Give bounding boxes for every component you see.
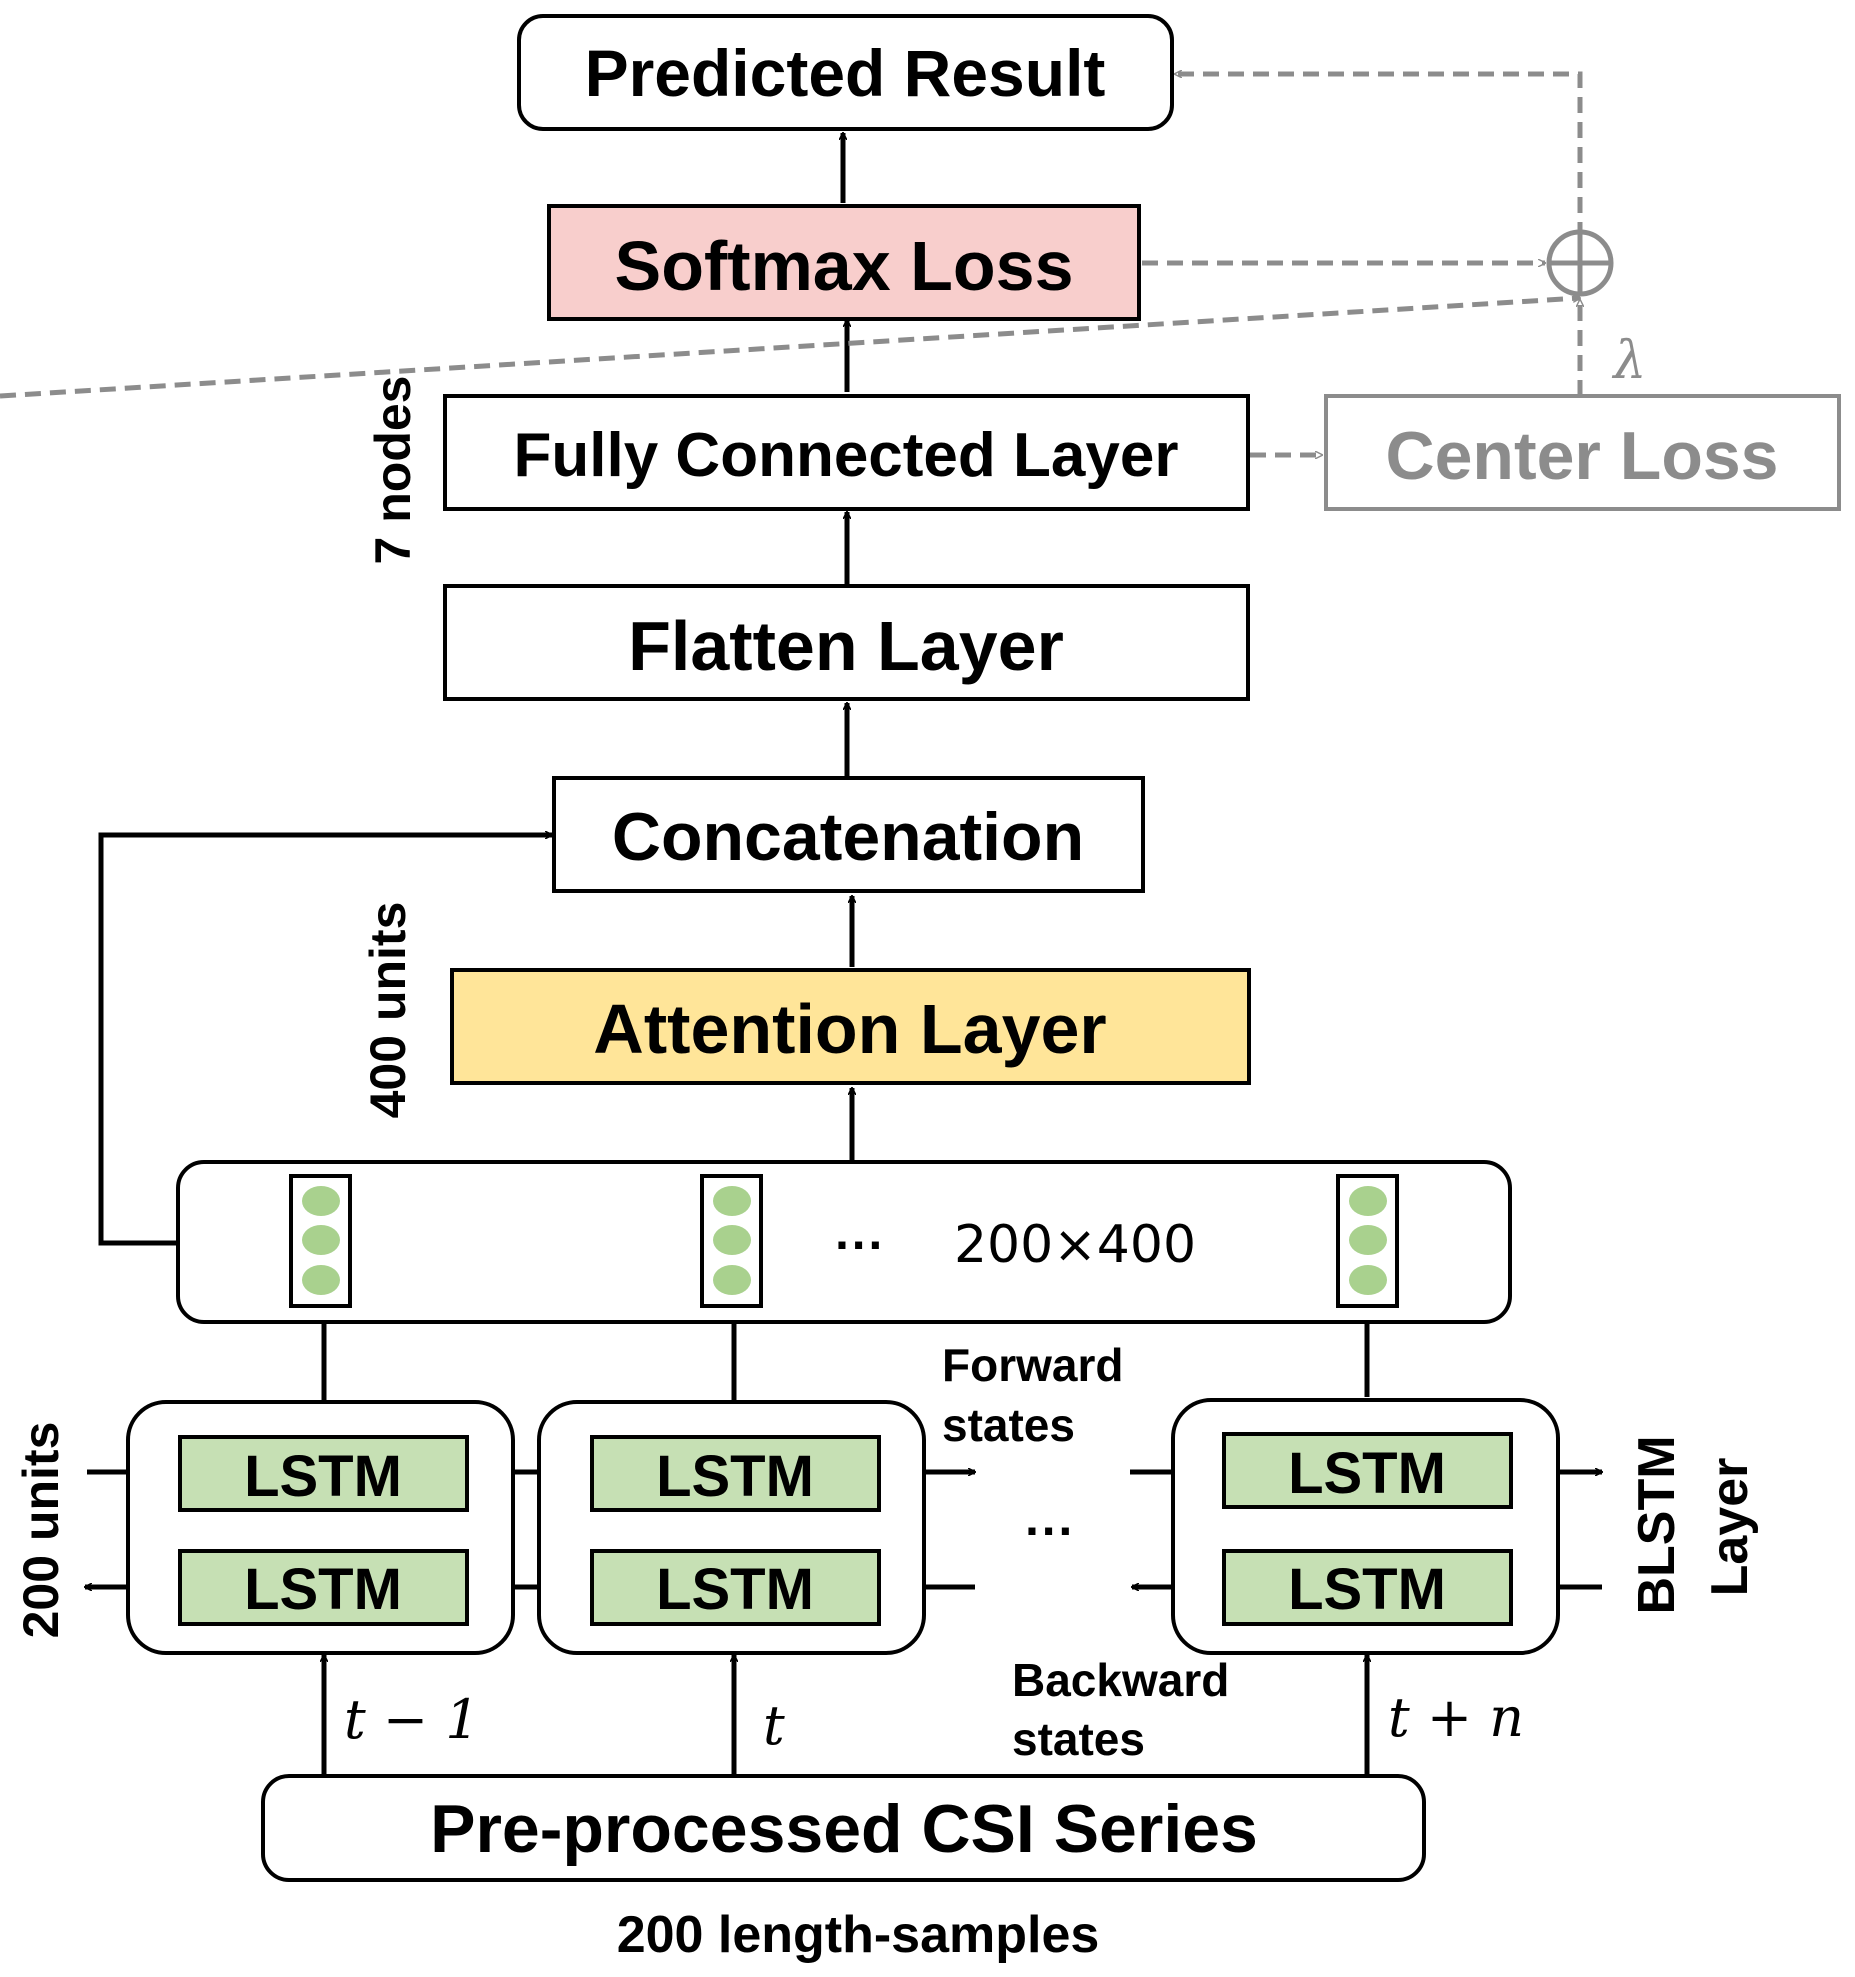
center-loss-label: Center Loss [1386,418,1779,494]
sum-operator [1546,229,1614,297]
time-step-next: t + n [1388,1686,1524,1749]
forward-states-line2: states [942,1399,1075,1451]
predicted-result-box: Predicted Result [517,14,1174,131]
lstm-units-label: 200 units [13,1422,69,1639]
softmax-loss-box: Softmax Loss [547,204,1141,321]
concatenation-box: Concatenation [552,776,1145,893]
flatten-layer-label: Flatten Layer [628,607,1064,685]
lstm-cell-group: LSTM LSTM [1171,1398,1560,1655]
matrix-dims-label: 200×400 [954,1215,1196,1275]
lstm-forward-label: LSTM [656,1444,814,1509]
lstm-backward-label: LSTM [656,1557,814,1622]
backward-states-line2: states [1012,1713,1145,1765]
forward-states-line1: Forward [942,1339,1123,1391]
blstm-label-line2: Layer [1701,1458,1759,1597]
state-vector [700,1174,763,1308]
lstm-backward-label: LSTM [1288,1557,1446,1622]
matrix-ellipsis: ··· [835,1217,885,1273]
lstm-cell-group: LSTM LSTM [537,1400,926,1655]
lstm-cell-group: LSTM LSTM [126,1400,515,1655]
lstm-ellipsis: ··· [1025,1503,1075,1559]
hidden-states-matrix: ··· 200×400 [176,1160,1512,1324]
lstm-forward-label: LSTM [244,1444,402,1509]
fully-connected-layer-label: Fully Connected Layer [514,421,1179,490]
time-step-current: t [763,1694,785,1757]
center-loss-box: Center Loss [1324,394,1841,511]
samples-label: 200 length-samples [617,1906,1100,1964]
lambda-label: λ [1612,331,1647,391]
predicted-result-label: Predicted Result [585,36,1106,110]
concatenation-label: Concatenation [612,799,1084,875]
attention-layer-box: Attention Layer [450,968,1251,1085]
state-vector [289,1174,352,1308]
fully-connected-layer-box: Fully Connected Layer [443,394,1250,511]
lstm-forward-label: LSTM [1288,1441,1446,1506]
nodes-label: 7 nodes [365,376,421,565]
lstm-backward-label: LSTM [244,1557,402,1622]
center-loss-dashed-arrows [0,74,1583,455]
backward-states-line1: Backward [1012,1654,1229,1706]
attention-units-label: 400 units [360,902,416,1119]
softmax-loss-label: Softmax Loss [615,227,1074,305]
csi-series-box: Pre-processed CSI Series [261,1774,1426,1882]
csi-series-label: Pre-processed CSI Series [430,1791,1258,1867]
attention-layer-label: Attention Layer [593,990,1106,1068]
time-step-prev: t − 1 [344,1688,480,1751]
flatten-layer-box: Flatten Layer [443,584,1250,701]
blstm-label-line1: BLSTM [1628,1435,1686,1614]
state-vector [1336,1174,1399,1308]
